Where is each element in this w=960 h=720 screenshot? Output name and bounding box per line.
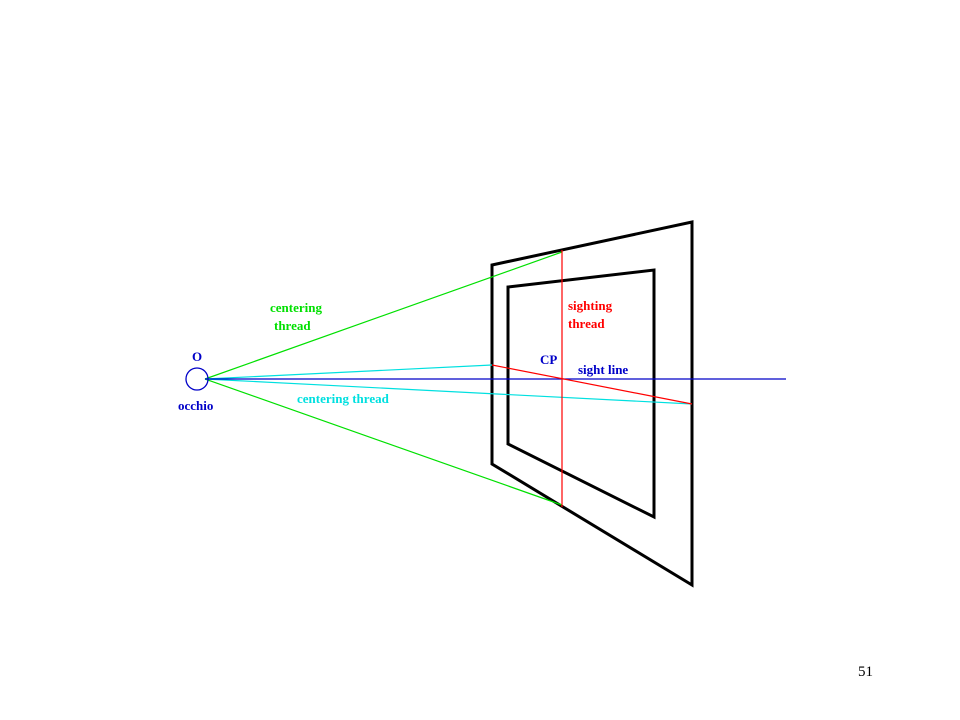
sight-ray-lower	[204, 378, 693, 405]
sighting-thread-diagonal	[491, 364, 693, 405]
page-number: 51	[858, 664, 873, 680]
sighting-label-line2: thread	[568, 316, 605, 331]
centering-upper-label-line1: centering	[270, 300, 322, 315]
outer-frame	[490, 220, 694, 588]
centering-upper-label-line2: thread	[274, 318, 311, 333]
centering-lower-label: centering thread	[297, 391, 390, 406]
center-point-label: CP	[540, 352, 557, 367]
centering-thread-upper	[204, 251, 563, 380]
sighting-label-line1: sighting	[568, 298, 613, 313]
sight-ray-upper	[204, 364, 493, 380]
sight-line-label: sight line	[578, 362, 628, 377]
inner-frame	[506, 268, 656, 520]
eye-name-label: occhio	[178, 398, 213, 413]
eye-circle	[185, 367, 209, 391]
eye-letter-label: O	[192, 349, 202, 364]
centering-thread-lower	[204, 378, 563, 506]
